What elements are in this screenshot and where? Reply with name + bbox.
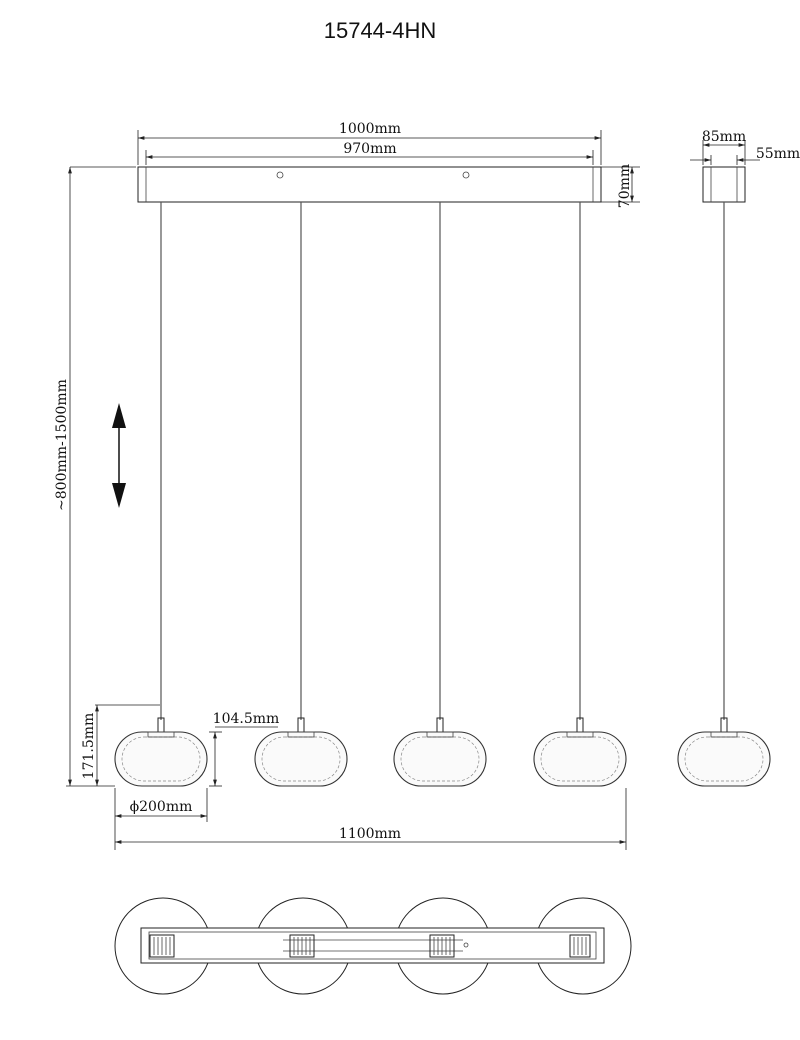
drawing-title: 15744-4HN <box>324 18 437 43</box>
dim-hang-range: ~800mm-1500mm <box>54 166 136 787</box>
dim-canopy-inner: 55mm <box>690 146 800 165</box>
dim-shade-body: 104.5mm <box>209 711 280 787</box>
dim-canopy-mount-label: 970mm <box>343 141 396 157</box>
pendant-shades <box>114 717 771 787</box>
dim-canopy-depth-label: 85mm <box>702 129 746 145</box>
pendant-cords <box>160 202 725 720</box>
shade-3 <box>393 717 487 787</box>
dim-canopy-height: 70mm <box>601 164 640 208</box>
canopy-side <box>702 166 746 203</box>
dim-hang-range-label: ~800mm-1500mm <box>54 379 70 511</box>
top-fixture-1 <box>149 934 175 958</box>
dim-shade-body-label: 104.5mm <box>213 711 280 727</box>
top-view <box>114 897 632 995</box>
up-down-arrow-icon <box>112 403 126 508</box>
shade-2 <box>254 717 348 787</box>
dim-overall-width: 1100mm <box>114 788 627 850</box>
dim-overall-width-label: 1100mm <box>339 826 401 842</box>
shade-side <box>677 717 771 787</box>
top-fixture-3 <box>429 934 455 958</box>
canopy-front <box>137 166 602 203</box>
dim-canopy-length-label: 1000mm <box>339 121 401 137</box>
shade-1 <box>114 717 208 787</box>
dim-canopy-height-label: 70mm <box>617 164 633 208</box>
dim-canopy-inner-label: 55mm <box>756 146 800 162</box>
dim-shade-height-label: 171.5mm <box>81 713 97 780</box>
top-fixture-4 <box>569 934 591 958</box>
dim-shade-diameter: ϕ200mm <box>114 788 208 822</box>
dim-canopy-mount: 970mm <box>145 141 594 165</box>
dim-canopy-depth: 85mm <box>702 129 746 165</box>
top-fixture-2 <box>289 934 315 958</box>
shade-4 <box>533 717 627 787</box>
dim-shade-diameter-label: ϕ200mm <box>130 799 193 815</box>
dim-shade-height: 171.5mm <box>81 704 160 786</box>
dim-canopy-length: 1000mm <box>137 121 602 165</box>
